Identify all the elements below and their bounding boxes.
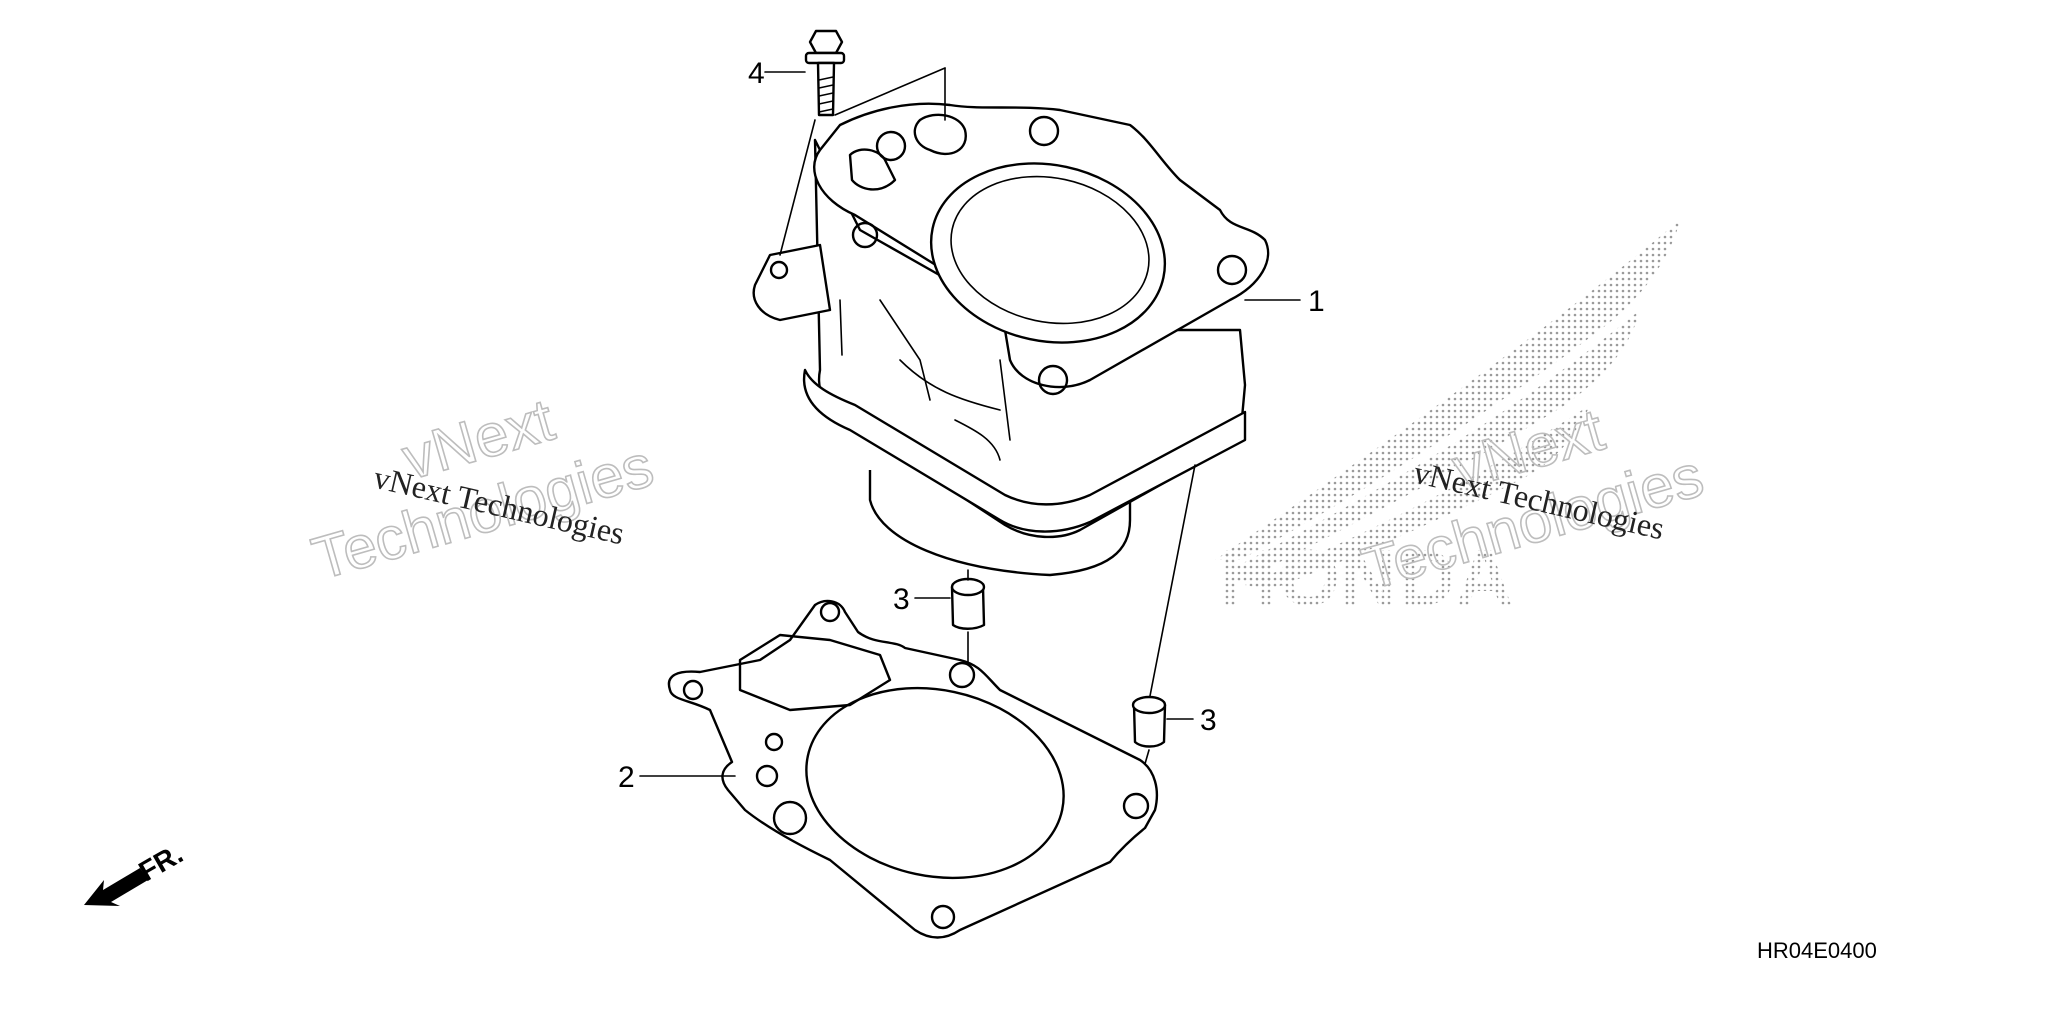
gasket-part [667,599,1159,939]
callout-4: 4 [748,57,806,90]
watermark-left: vNext Technologies vNext Technologies [304,385,661,593]
honda-wing-logo: HONDA [1215,220,1680,622]
bolt-part [779,29,846,256]
cylinder-part [752,67,1270,577]
callout-2: 2 [618,761,736,794]
honda-logo-text: HONDA [1220,533,1513,622]
callout-3a-label: 3 [893,583,910,616]
front-direction-arrow: FR. [84,838,188,906]
callout-1: 1 [1244,285,1325,318]
dowel-pin-a [950,569,986,666]
callout-2-label: 2 [618,761,635,794]
callout-4-label: 4 [748,57,765,90]
callout-3a: 3 [893,583,951,616]
callout-3b-label: 3 [1200,704,1217,737]
callout-1-label: 1 [1308,285,1325,318]
callout-3b: 3 [1166,704,1217,737]
diagram-code: HR04E0400 [1757,938,1877,963]
dowel-pin-b [1131,464,1196,796]
